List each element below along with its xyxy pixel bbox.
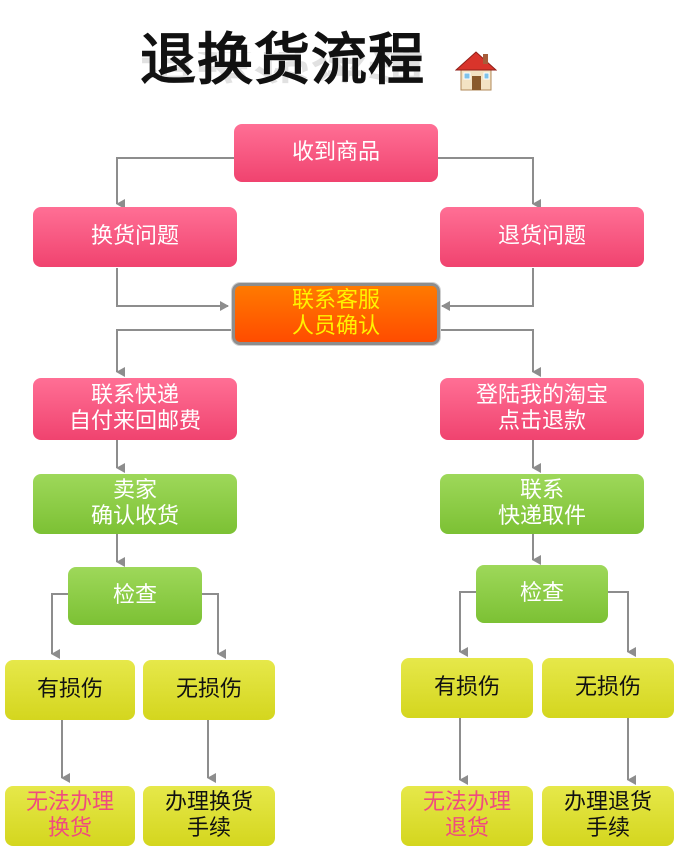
house-icon xyxy=(455,51,497,91)
node-undamaged-right: 无损伤 xyxy=(542,658,674,718)
node-receive-goods: 收到商品 xyxy=(234,124,438,182)
node-exchange-procedure: 办理换货 手续 xyxy=(143,786,275,846)
node-login-taobao-refund: 登陆我的淘宝 点击退款 xyxy=(440,378,644,440)
node-return-issue: 退货问题 xyxy=(440,207,644,267)
arrow-check-left-undamaged xyxy=(202,593,226,659)
node-cannot-exchange: 无法办理 换货 xyxy=(5,786,135,846)
node-damaged-left: 有损伤 xyxy=(5,660,135,720)
page-title: 退换货流程 xyxy=(140,28,425,93)
node-exchange-issue: 换货问题 xyxy=(33,207,237,267)
node-contact-customer-service: 联系客服 人员确认 xyxy=(232,283,440,345)
arrow-check-right-undamaged xyxy=(608,591,636,657)
arrow-check-right-damaged xyxy=(459,591,476,657)
node-contact-courier-pickup: 联系 快递取件 xyxy=(440,474,644,534)
arrow-receive-to-return xyxy=(438,157,541,209)
arrow-receive-to-exchange xyxy=(116,157,234,209)
node-check-right: 检查 xyxy=(476,565,608,623)
node-damaged-right: 有损伤 xyxy=(401,658,533,718)
arrow-exchange-to-service xyxy=(116,268,229,311)
arrow-check-left-damaged xyxy=(51,593,68,659)
arrow-service-to-login xyxy=(438,329,541,377)
node-return-procedure: 办理退货 手续 xyxy=(542,786,674,846)
arrow-return-to-service xyxy=(441,268,534,311)
node-undamaged-left: 无损伤 xyxy=(143,660,275,720)
node-seller-confirm-receipt: 卖家 确认收货 xyxy=(33,474,237,534)
node-cannot-return: 无法办理 退货 xyxy=(401,786,533,846)
node-contact-courier: 联系快递 自付来回邮费 xyxy=(33,378,237,440)
arrow-service-to-courier xyxy=(116,329,234,377)
node-check-left: 检查 xyxy=(68,567,202,625)
